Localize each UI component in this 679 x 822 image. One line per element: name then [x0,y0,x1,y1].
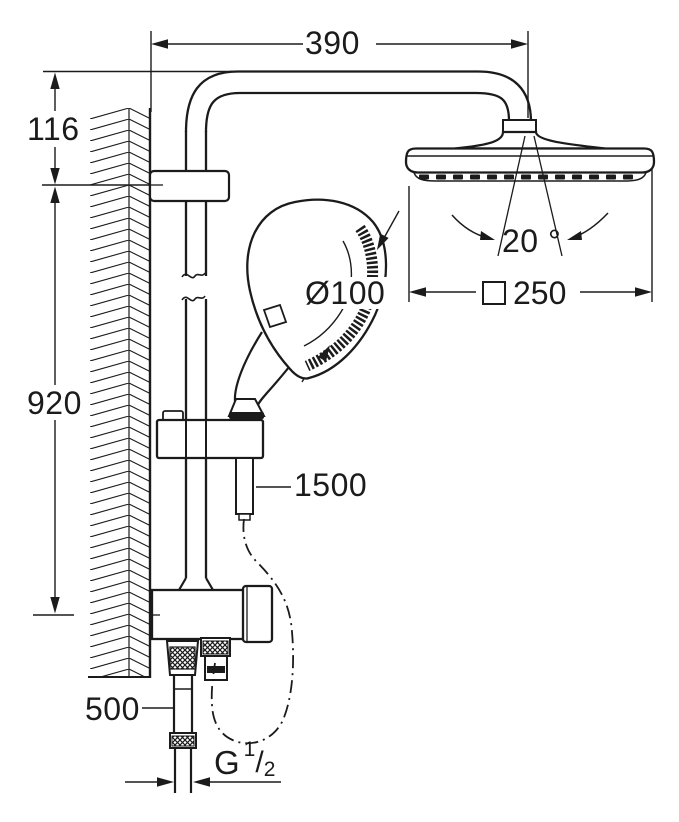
diverter-body [150,577,274,793]
dimension-hand-shower-diameter: Ø100 [303,275,388,311]
dimension-hose-length: 1500 [292,467,370,503]
wall-bracket [148,169,231,203]
dimension-inlet-length: 500 [83,691,142,727]
shower-hose [210,518,294,745]
mode-button [262,303,288,329]
wall-hatch [88,108,152,678]
dimension-thread-size: G 1 / 2 [212,738,278,781]
shower-arm [184,70,533,133]
dimension-rail-height: 920 [25,385,84,421]
square-symbol [482,281,506,305]
dimension-head-width: 250 [479,277,570,309]
head-shower-plate [404,147,656,174]
swivel-angle-indication [451,135,609,257]
head-shower [404,119,656,182]
hose-connector [235,457,254,515]
dimension-lines [33,31,653,783]
pipe-break-symbol [181,272,206,279]
dimension-head-angle: 20 ° [502,223,562,259]
dimension-arrowheads [50,39,652,787]
supply-pipe [172,675,194,733]
pipe-break-symbol [181,295,206,302]
handle-grip-band [229,412,264,419]
dimension-arm-projection: 390 [303,25,362,61]
dimension-head-offset: 116 [25,111,82,147]
head-shower-mount-cap [454,130,606,150]
diverter-knob [241,584,274,644]
glide-holder [155,410,265,521]
spray-nozzles [419,174,633,180]
